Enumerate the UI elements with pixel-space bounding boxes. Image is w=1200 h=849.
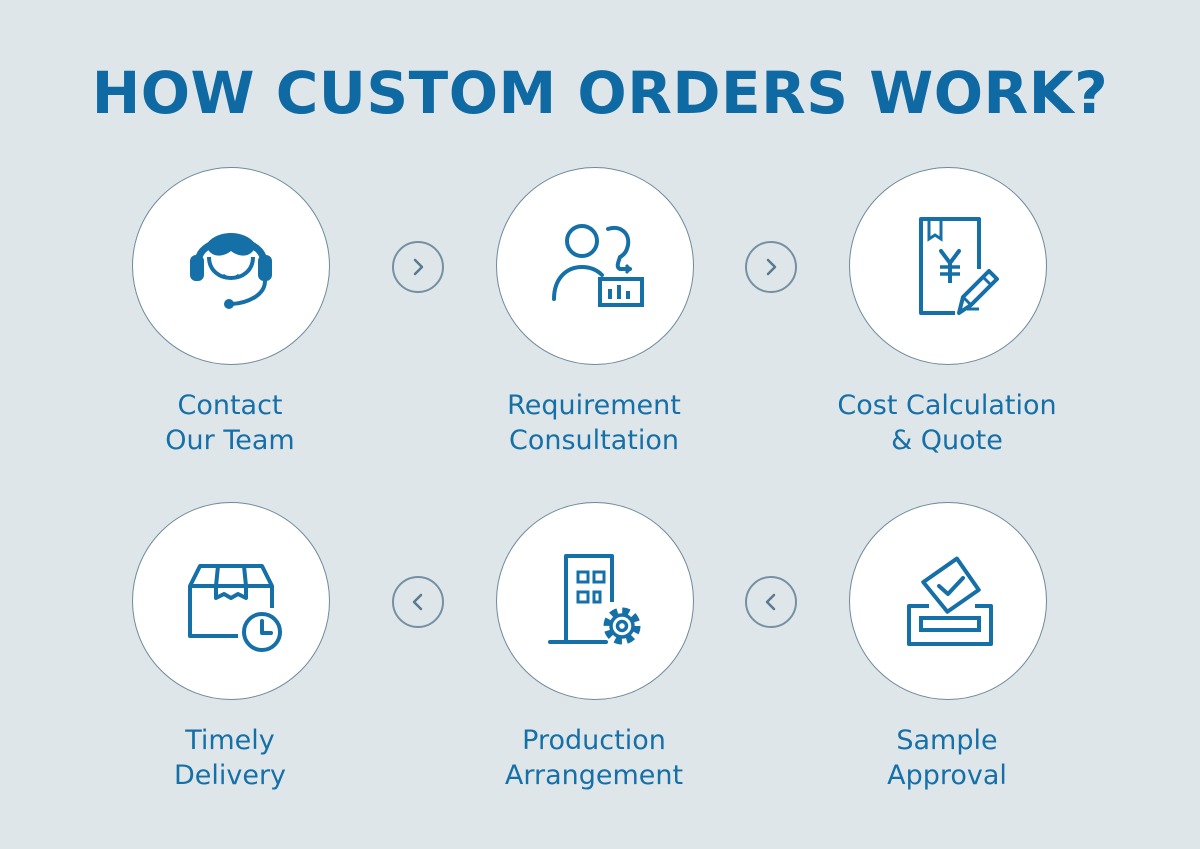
step-requirement-circle bbox=[496, 167, 694, 365]
step-label-line: Requirement bbox=[507, 390, 681, 421]
step-delivery-circle bbox=[132, 502, 330, 700]
step-label-production: Production Arrangement bbox=[444, 723, 744, 793]
step-label-line: Timely bbox=[185, 725, 275, 756]
step-label-cost: Cost Calculation & Quote bbox=[797, 388, 1097, 458]
next-step-arrow-2 bbox=[745, 241, 797, 293]
step-label-line: Arrangement bbox=[504, 760, 684, 791]
page-title: HOW CUSTOM ORDERS WORK? bbox=[91, 59, 1109, 127]
step-label-line: Consultation bbox=[508, 425, 679, 456]
step-label-sample: Sample Approval bbox=[797, 723, 1097, 793]
step-contact-circle bbox=[132, 167, 330, 365]
headset-agent-icon bbox=[190, 233, 272, 309]
chevron-right-icon bbox=[413, 258, 424, 276]
step-label-line: Production bbox=[522, 725, 666, 756]
package-clock-icon bbox=[188, 564, 282, 652]
chevron-left-icon bbox=[765, 593, 776, 611]
chevron-right-icon bbox=[766, 258, 777, 276]
step-label-line: Approval bbox=[887, 760, 1007, 791]
step-label-line: Contact bbox=[177, 390, 283, 421]
step-label-line: & Quote bbox=[891, 425, 1003, 456]
step-cost-circle bbox=[849, 167, 1047, 365]
yen-invoice-pen-icon bbox=[919, 217, 999, 315]
step-label-line: Delivery bbox=[173, 760, 287, 791]
approval-box-check-icon bbox=[907, 556, 993, 646]
step-label-delivery: Timely Delivery bbox=[80, 723, 380, 793]
step-label-requirement: Requirement Consultation bbox=[444, 388, 744, 458]
step-label-line: Our Team bbox=[165, 425, 295, 456]
step-label-line: Cost Calculation bbox=[837, 390, 1057, 421]
step-production-circle bbox=[496, 502, 694, 700]
prev-step-arrow-2 bbox=[745, 576, 797, 628]
factory-gear-icon bbox=[548, 554, 641, 645]
next-step-arrow-1 bbox=[392, 241, 444, 293]
prev-step-arrow-1 bbox=[392, 576, 444, 628]
step-label-line: Sample bbox=[896, 725, 998, 756]
users-chart-icon bbox=[552, 224, 644, 307]
step-label-contact: Contact Our Team bbox=[80, 388, 380, 458]
step-sample-circle bbox=[849, 502, 1047, 700]
chevron-left-icon bbox=[412, 593, 423, 611]
